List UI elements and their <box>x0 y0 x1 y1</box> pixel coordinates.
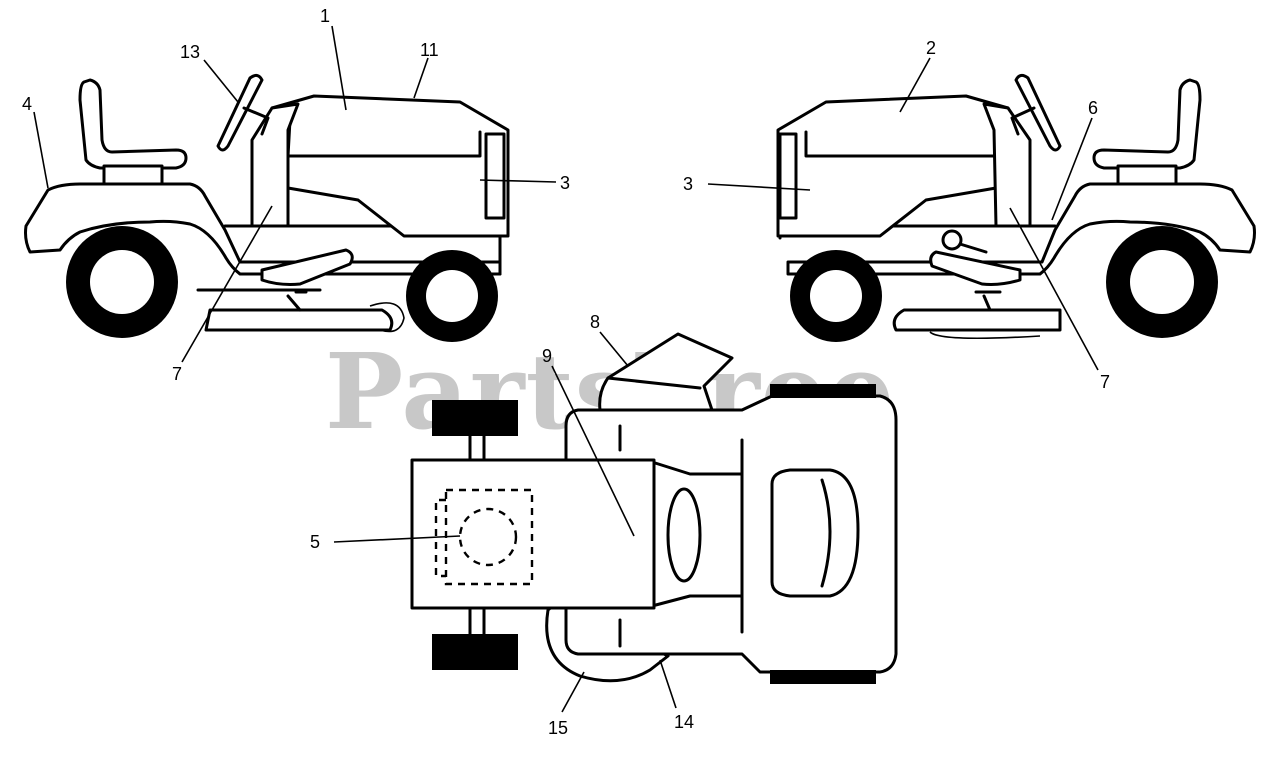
steering-wheel-top <box>666 487 702 583</box>
leader-13 <box>203 59 239 103</box>
steering-column-left <box>242 106 270 136</box>
engine-circle-top <box>458 507 518 567</box>
leader-5 <box>333 535 461 543</box>
leader-8 <box>599 331 629 367</box>
leader-7b <box>1009 207 1099 371</box>
pedal-left <box>260 248 354 286</box>
chute-left <box>369 302 405 333</box>
front-hub-right <box>810 270 862 322</box>
leader-1 <box>331 25 347 111</box>
dash-left <box>250 102 300 228</box>
leader-6 <box>1051 117 1093 221</box>
front-axle-top <box>468 432 486 636</box>
callout-2: 2 <box>926 38 936 58</box>
seat-base-left <box>102 164 164 186</box>
chute-edge-top <box>606 376 702 390</box>
grille-right <box>778 132 798 220</box>
leader-11 <box>413 57 429 99</box>
seat-right <box>1092 78 1202 170</box>
leader-7a <box>181 205 273 363</box>
seat-left <box>78 78 188 170</box>
rear-tire-top <box>770 384 876 398</box>
deck-hanger-left <box>286 290 308 312</box>
grille-left <box>484 132 506 220</box>
deck-left <box>204 308 394 332</box>
front-tire-top <box>432 400 518 436</box>
front-hub-left <box>426 270 478 322</box>
callout-6: 6 <box>1088 98 1098 118</box>
hood-left <box>270 94 510 238</box>
hood-line-right <box>804 130 998 158</box>
leader-14 <box>659 659 677 709</box>
left-side-view <box>24 73 510 342</box>
callout-3-left: 3 <box>560 173 570 193</box>
front-tire-bottom <box>432 634 518 670</box>
callout-7-right: 7 <box>1100 372 1110 392</box>
rear-hub-right <box>1130 250 1194 314</box>
lever-knob-right <box>941 229 963 251</box>
callout-3-right: 3 <box>683 174 693 194</box>
steering-column-right <box>1010 106 1036 136</box>
callout-15: 15 <box>548 718 568 738</box>
lever-right <box>958 242 988 254</box>
seat-top <box>770 468 860 598</box>
leader-9 <box>551 365 635 537</box>
callout-4: 4 <box>22 94 32 114</box>
steering-wheel-left <box>216 73 264 152</box>
leader-lines <box>33 25 1099 713</box>
deck-hanger-right <box>974 290 1002 312</box>
seat-base-right <box>1116 164 1178 186</box>
engine-outline-side <box>434 498 446 578</box>
rear-fender-right <box>786 182 1256 276</box>
rear-fender-left <box>24 182 502 276</box>
hood-line-left <box>286 130 482 158</box>
rear-tire-bottom <box>770 670 876 684</box>
callout-11: 11 <box>420 40 439 60</box>
callout-14: 14 <box>674 712 694 732</box>
callout-7-left: 7 <box>172 364 182 384</box>
leader-3b <box>707 183 811 191</box>
seat-back-top <box>820 478 832 588</box>
callout-13: 13 <box>180 42 200 62</box>
discharge-chute-top <box>598 332 734 412</box>
callout-8: 8 <box>590 312 600 332</box>
rear-hub-left <box>90 250 154 314</box>
callout-5: 5 <box>310 532 320 552</box>
hood-right <box>776 94 1010 238</box>
pedal-right <box>929 250 1022 286</box>
leader-15 <box>561 671 585 713</box>
callout-labels: 1 2 3 3 4 5 6 7 7 8 9 11 13 14 15 <box>22 6 1110 738</box>
callout-1: 1 <box>320 6 330 26</box>
steering-wheel-right <box>1014 73 1062 152</box>
deck-right <box>892 308 1062 332</box>
chute-right <box>929 331 1041 340</box>
right-side-view <box>776 73 1256 342</box>
top-view <box>410 332 898 684</box>
callout-9: 9 <box>542 346 552 366</box>
leader-3a <box>479 179 557 183</box>
leader-2 <box>899 57 931 113</box>
leader-4 <box>33 111 49 189</box>
